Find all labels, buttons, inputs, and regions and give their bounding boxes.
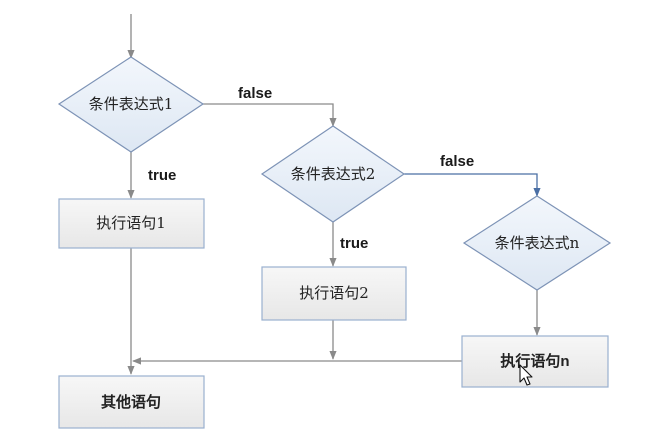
edges	[127, 14, 541, 375]
edge-cond1-false	[203, 103, 337, 127]
process-other-label: 其他语句	[101, 393, 161, 411]
label-cond2-true: true	[340, 235, 368, 252]
process-stmt1-label: 执行语句1	[96, 214, 166, 232]
edge-cond2-false	[404, 173, 541, 197]
decision-cond1: 条件表达式1	[57, 56, 205, 153]
process-stmt2: 执行语句2	[261, 266, 407, 321]
label-cond1-false: false	[238, 85, 272, 102]
label-cond1-true: true	[148, 167, 176, 184]
process-stmtn-label: 执行语句n	[500, 352, 569, 370]
process-stmtn: 执行语句n	[461, 335, 609, 388]
decision-cond2: 条件表达式2	[260, 125, 406, 223]
mouse-cursor-icon	[519, 364, 533, 386]
process-other: 其他语句	[58, 375, 205, 429]
decision-cond2-label: 条件表达式2	[291, 165, 376, 183]
process-stmt1: 执行语句1	[58, 198, 205, 249]
decision-condn-label: 条件表达式n	[495, 234, 580, 252]
decision-cond1-label: 条件表达式1	[89, 95, 174, 113]
process-stmt2-label: 执行语句2	[299, 284, 369, 302]
label-cond2-false: false	[440, 153, 474, 170]
decision-condn: 条件表达式n	[462, 195, 612, 291]
